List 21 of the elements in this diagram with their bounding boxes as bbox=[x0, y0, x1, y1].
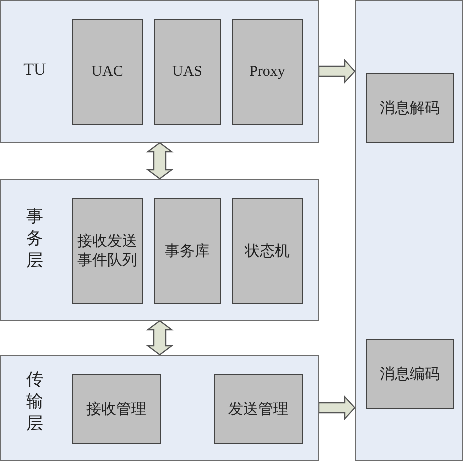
layer-panel bbox=[0, 0, 319, 143]
module-box: Proxy bbox=[232, 19, 303, 125]
module-box: 消息编码 bbox=[366, 339, 454, 409]
module-box: 消息解码 bbox=[366, 73, 454, 143]
block-arrow bbox=[146, 142, 174, 180]
codec-panel bbox=[355, 0, 463, 461]
layer-label: 事务层 bbox=[26, 206, 44, 272]
module-box: UAS bbox=[154, 19, 221, 125]
module-box: 接收管理 bbox=[72, 374, 161, 444]
block-arrow bbox=[318, 395, 356, 421]
module-box: 发送管理 bbox=[214, 374, 303, 444]
block-arrow bbox=[318, 58, 356, 84]
layer-label: 传输层 bbox=[26, 369, 44, 435]
layer-label: TU bbox=[22, 59, 48, 81]
module-box: UAC bbox=[72, 19, 143, 125]
module-box: 接收发送事件队列 bbox=[72, 198, 143, 304]
module-box: 状态机 bbox=[232, 198, 303, 304]
module-box: 事务库 bbox=[154, 198, 221, 304]
layer-panel bbox=[0, 355, 319, 461]
block-arrow bbox=[146, 320, 174, 356]
layer-panel bbox=[0, 179, 319, 321]
